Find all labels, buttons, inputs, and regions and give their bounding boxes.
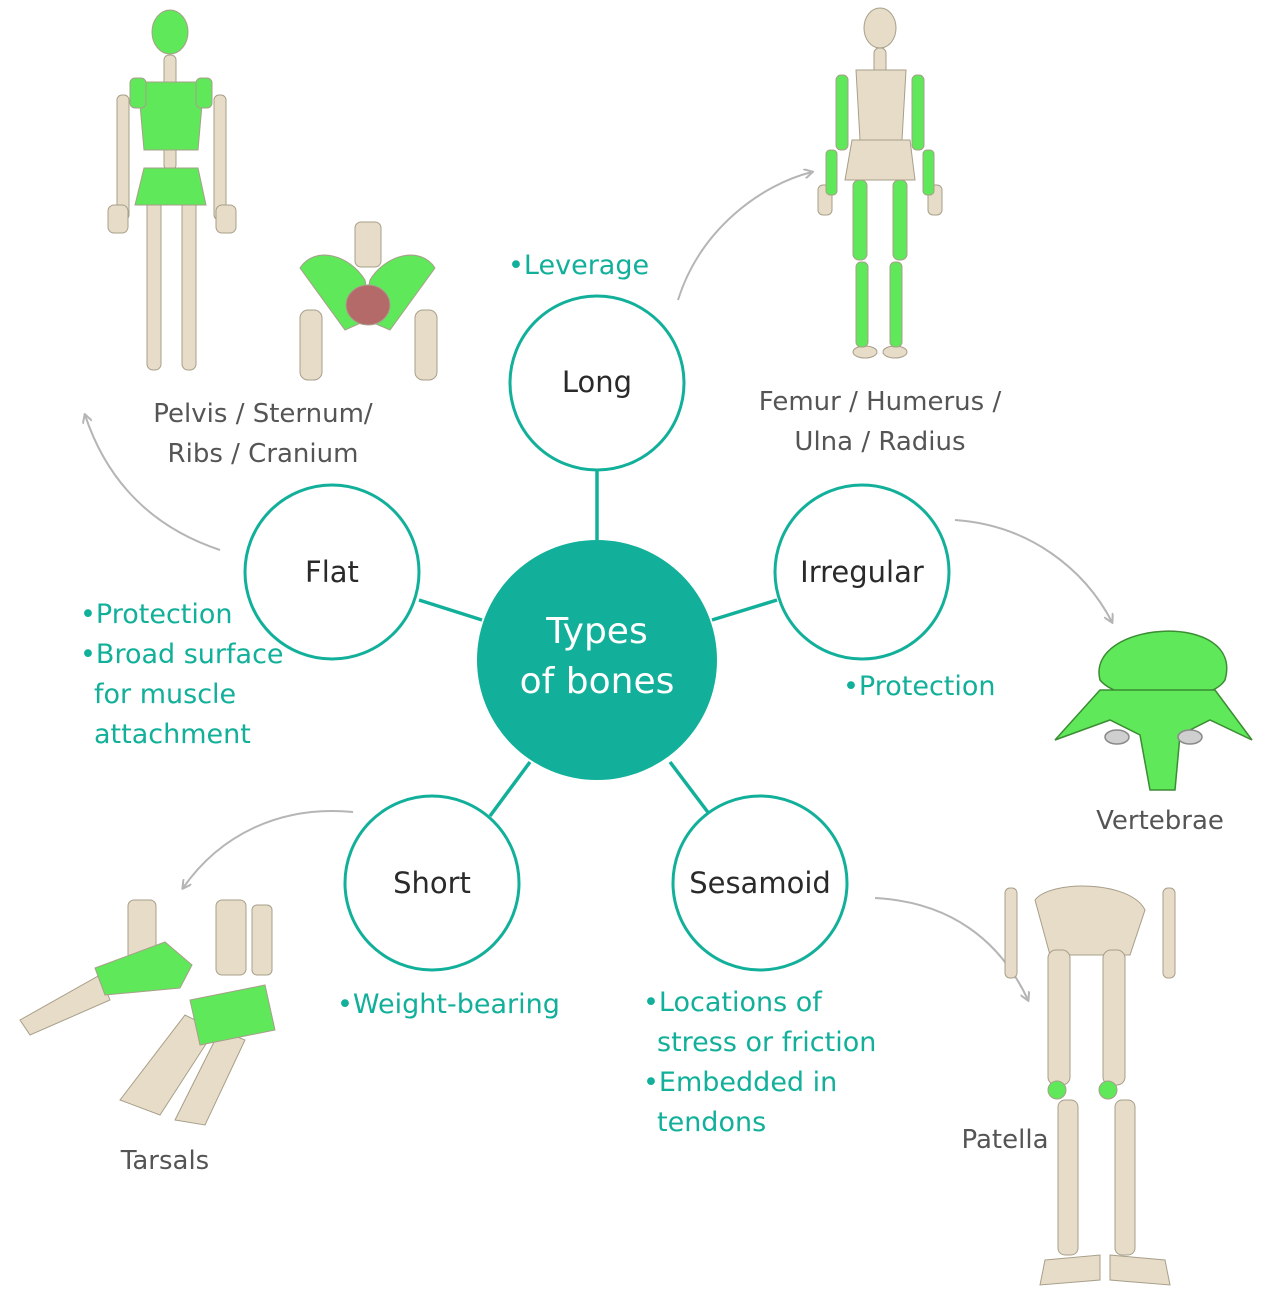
flat-examples: Pelvis / Sternum/ Ribs / Cranium [118, 394, 408, 474]
irregular-bullets: •Protection [843, 667, 996, 707]
irregular-label: Irregular [762, 555, 962, 589]
connector-irregular [712, 600, 777, 620]
bullet-item: •Embedded in [643, 1063, 876, 1103]
connector-flat [419, 600, 482, 620]
short-bullets: •Weight-bearing [337, 985, 560, 1025]
bullet-item: •Broad surface [80, 635, 284, 675]
arrow-irregular-to-vertebra [955, 520, 1112, 622]
example-line: Vertebrae [1060, 801, 1260, 841]
bullet-item: tendons [643, 1103, 876, 1143]
flat-bullets: •Protection •Broad surface for muscle at… [80, 595, 284, 755]
bullet-item: for muscle [80, 675, 284, 715]
connector-sesamoid [670, 762, 710, 815]
example-line: Pelvis / Sternum/ [118, 394, 408, 434]
skeleton-icon [818, 8, 942, 358]
connector-short [490, 762, 530, 816]
arrow-long-to-skeleton [678, 172, 812, 300]
example-line: Femur / Humerus / [730, 382, 1030, 422]
center-title-line2: of bones [497, 657, 697, 707]
vertebra-icon [1055, 631, 1252, 790]
short-examples: Tarsals [80, 1141, 250, 1181]
bullet-item: •Protection [80, 595, 284, 635]
foot-icon [20, 900, 275, 1125]
long-label: Long [497, 365, 697, 399]
bullet-item: •Weight-bearing [337, 985, 560, 1025]
short-label: Short [332, 866, 532, 900]
long-examples: Femur / Humerus / Ulna / Radius [730, 382, 1030, 462]
sesamoid-examples: Patella [930, 1120, 1080, 1160]
example-line: Patella [930, 1120, 1080, 1160]
pelvis-icon [300, 222, 437, 380]
long-bullets: •Leverage [508, 246, 649, 286]
bullet-item: stress or friction [643, 1023, 876, 1063]
bullet-item: •Leverage [508, 246, 649, 286]
bullet-item: •Protection [843, 667, 996, 707]
sesamoid-label: Sesamoid [660, 866, 860, 900]
flat-label: Flat [232, 555, 432, 589]
bullet-item: •Locations of [643, 983, 876, 1023]
example-line: Tarsals [80, 1141, 250, 1181]
sesamoid-bullets: •Locations of stress or friction •Embedd… [643, 983, 876, 1143]
irregular-examples: Vertebrae [1060, 801, 1260, 841]
example-line: Ribs / Cranium [118, 434, 408, 474]
leg-icon [1005, 886, 1175, 1285]
center-title-line1: Types [497, 607, 697, 657]
arrow-short-to-tarsals [183, 811, 353, 888]
skeleton-icon [108, 10, 236, 370]
center-title: Types of bones [497, 607, 697, 707]
bullet-item: attachment [80, 715, 284, 755]
example-line: Ulna / Radius [730, 422, 1030, 462]
